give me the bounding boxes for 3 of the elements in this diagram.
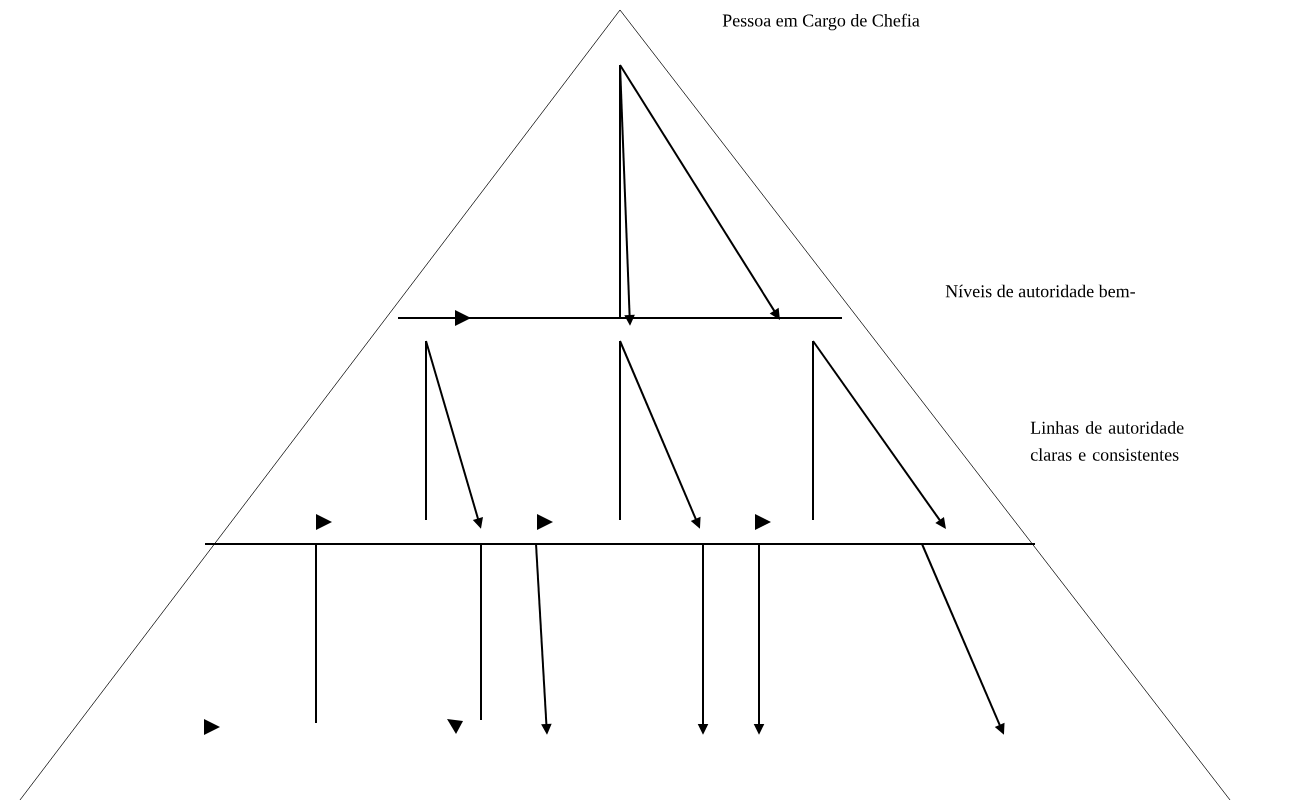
label-text: Níveis de autoridade bem- bbox=[945, 284, 1135, 298]
label-text: Linhas de autoridade claras e consistentes bbox=[1030, 421, 1184, 461]
label-text: Pessoa em Cargo de Chefia bbox=[722, 13, 920, 31]
